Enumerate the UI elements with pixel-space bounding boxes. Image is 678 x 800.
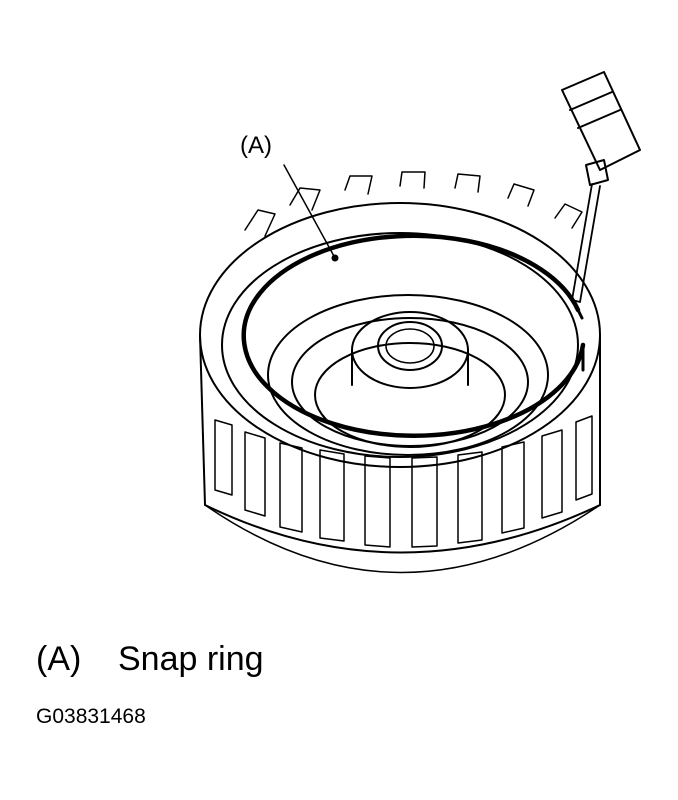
hub-side	[351, 349, 469, 386]
drum-wall-left	[199, 334, 206, 506]
hub-bore-inner	[385, 328, 435, 364]
callout-dot	[331, 254, 339, 262]
callout-leader	[283, 164, 336, 259]
figure-id: G03831468	[36, 705, 146, 728]
hub-base	[314, 342, 506, 448]
hub-top	[351, 311, 469, 389]
clutch-plates-inner	[291, 317, 529, 447]
snap-ring-gap	[576, 308, 585, 372]
callout-label-a: (A)	[240, 132, 272, 159]
snap-ring	[241, 233, 586, 438]
drum-bottom-edge	[204, 504, 601, 554]
legend-key: (A)	[36, 640, 82, 678]
legend: (A) Snap ring	[36, 640, 264, 679]
base-shadow-arc	[204, 504, 601, 574]
clutch-plates-outer	[267, 294, 549, 456]
legend-text: Snap ring	[118, 640, 264, 678]
rim-teeth	[244, 171, 583, 237]
drum-inner-rim	[221, 232, 579, 458]
drum-teeth	[214, 415, 593, 548]
screwdriver	[561, 71, 641, 303]
drum-outer-rim	[199, 202, 601, 468]
hub-bore	[377, 321, 443, 371]
